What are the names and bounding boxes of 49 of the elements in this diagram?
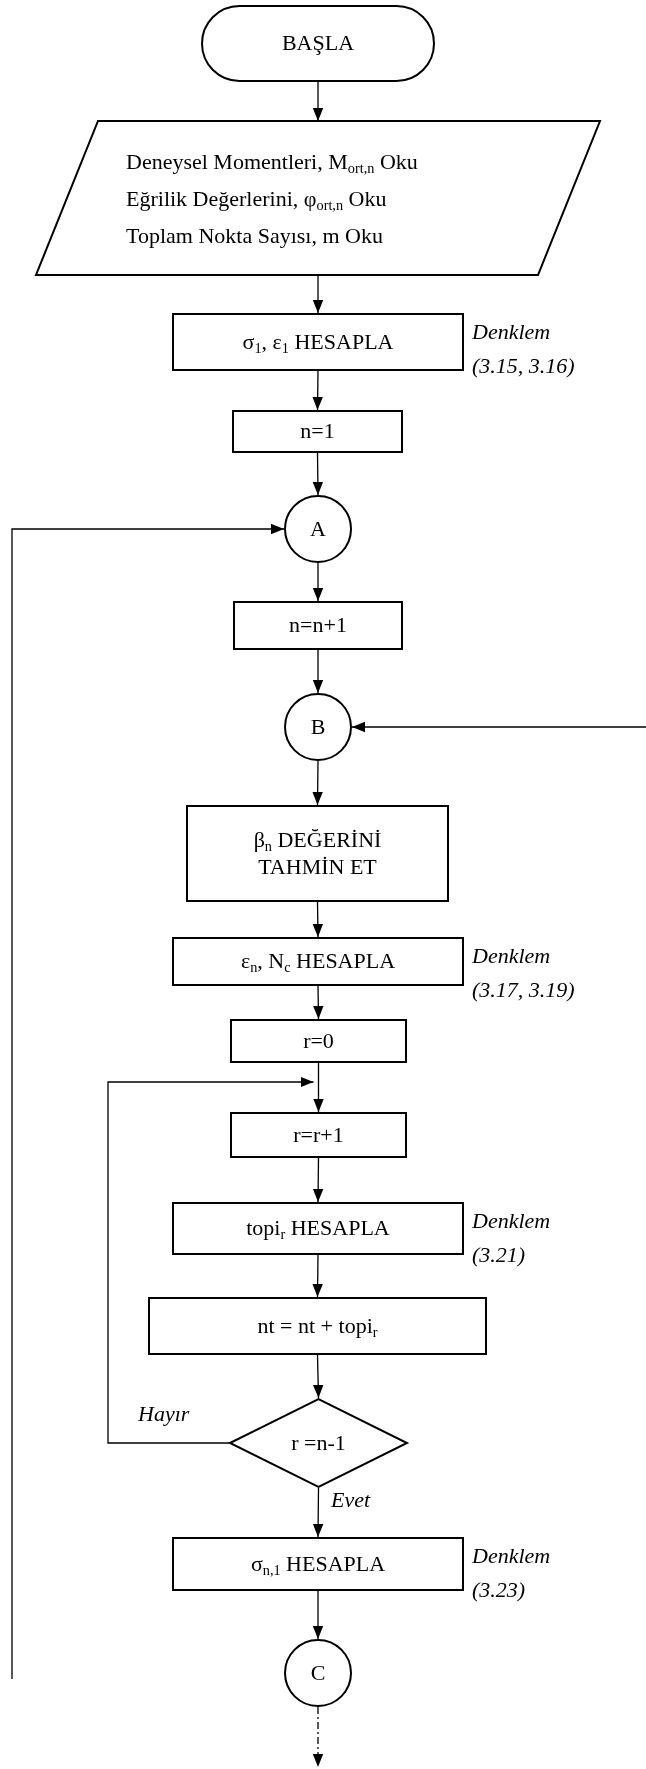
node-label: BAŞLA	[281, 30, 355, 57]
process-box	[230, 1019, 407, 1063]
node-label: Toplam Nokta Sayısı, m Oku	[126, 222, 383, 250]
node-label: nt = nt + topi$_{r}$	[257, 1312, 378, 1340]
process-box	[233, 601, 403, 650]
arrow	[312, 1487, 324, 1538]
arrow	[312, 649, 324, 694]
node-label: Eğrilik Değerlerini, φ$_{ort,n}$ Oku	[126, 185, 387, 215]
equation-reference: Denklem (3.23)	[472, 1542, 552, 1604]
node-label: β$_{n}$ DEĞERİNİ TAHMİN ET	[252, 827, 383, 880]
node-label: σ$_{n,1}$ HESAPLA	[250, 1550, 386, 1578]
arrow	[312, 1706, 324, 1768]
arrow	[312, 370, 323, 411]
equation-reference: Denklem (3.15, 3.16)	[472, 318, 576, 380]
arrow	[312, 1254, 323, 1298]
arrow	[312, 562, 324, 602]
arrow	[107, 1076, 315, 1444]
node-label: r =n-1	[291, 1429, 346, 1457]
node-label: r=0	[303, 1027, 334, 1055]
arrow	[312, 901, 323, 938]
process-box	[232, 410, 403, 453]
equation-reference: Denklem (3.21)	[472, 1207, 552, 1269]
process-box	[230, 1112, 407, 1158]
arrow	[313, 985, 324, 1020]
node-label: ε$_{n}$, N$_{c}$ HESAPLA	[240, 948, 396, 975]
node-label: r=r+1	[293, 1121, 344, 1149]
arrow	[11, 523, 285, 1680]
decision-diamond	[229, 1398, 408, 1488]
process-box	[148, 1297, 487, 1355]
arrow	[312, 760, 323, 806]
node-label: B	[310, 713, 326, 741]
equation-reference: Denklem (3.17, 3.19)	[472, 942, 576, 1004]
node-label: C	[310, 1659, 326, 1687]
arrow	[313, 1354, 324, 1399]
input-parallelogram	[35, 121, 601, 276]
arrow	[313, 1062, 324, 1113]
node-label: n=n+1	[289, 612, 347, 639]
arrow	[351, 721, 646, 733]
arrow	[312, 275, 324, 314]
arrow	[312, 1157, 324, 1203]
arrow	[312, 81, 324, 122]
node-label: Deneysel Momentleri, M$_{ort,n}$ Oku	[126, 148, 418, 178]
node-label: topi$_{r}$ HESAPLA	[246, 1215, 390, 1242]
node-label: n=1	[300, 418, 335, 445]
process-box	[186, 805, 449, 902]
arrow	[312, 1590, 324, 1640]
node-label: σ$_{1}$, ε$_{1}$ HESAPLA	[242, 328, 394, 356]
arrow	[312, 452, 324, 496]
node-label: A	[310, 515, 326, 543]
